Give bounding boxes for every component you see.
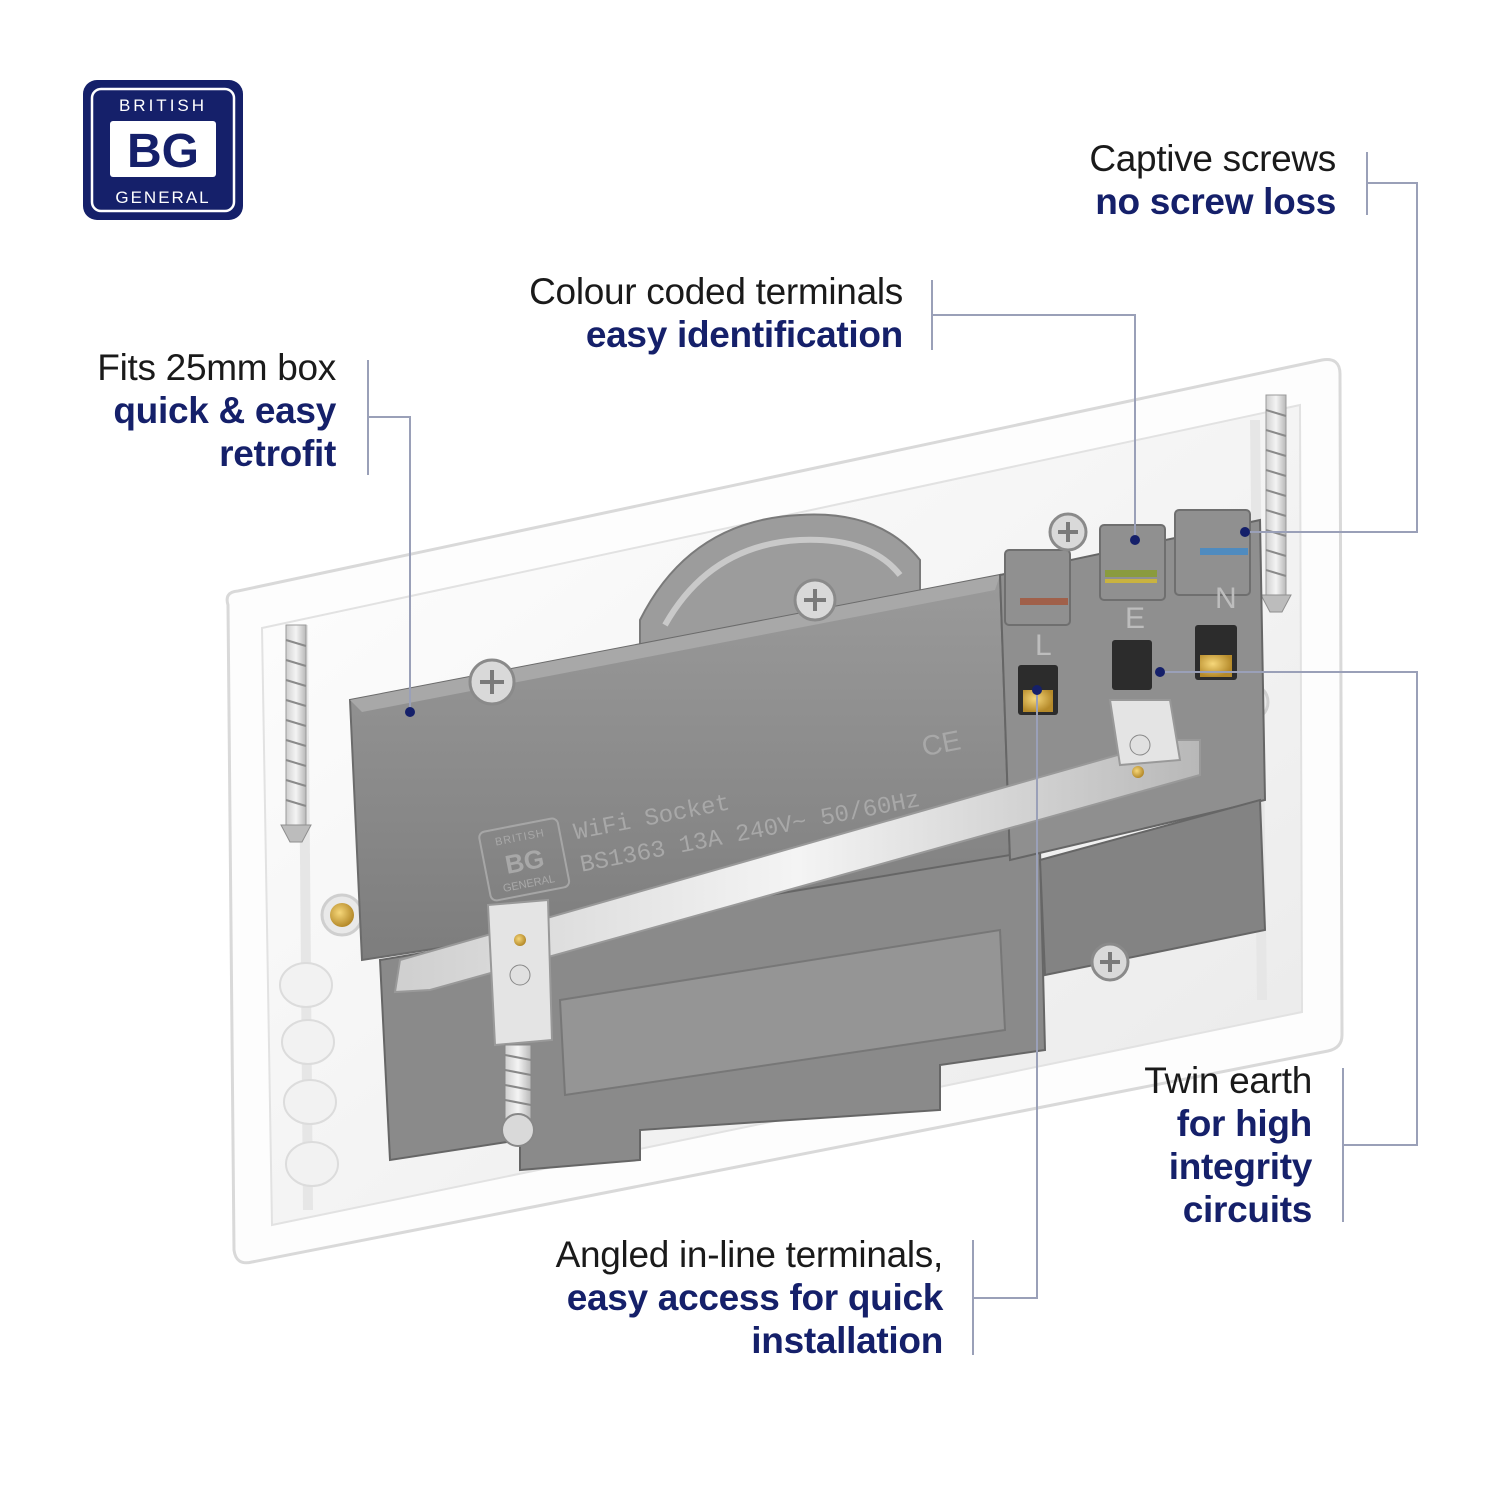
- captive-screw-left: [280, 624, 312, 843]
- leader-dots: [405, 527, 1250, 717]
- callout-angled-title: Angled in-line terminals,: [555, 1234, 944, 1275]
- terminal-l-label: L: [1035, 629, 1052, 662]
- callout-twin-title: Twin earth: [1144, 1060, 1312, 1101]
- callout-fits-benefit-2: retrofit: [219, 432, 336, 474]
- earth-bar: [393, 699, 1201, 1147]
- terminal-e-label: E: [1125, 602, 1145, 635]
- callout-fits-box: Fits 25mm box quick & easy retrofit: [97, 347, 336, 476]
- callout-colour-coded: Colour coded terminals easy identificati…: [529, 271, 903, 357]
- logo-top-text: BRITISH: [119, 96, 207, 115]
- callout-fits-title: Fits 25mm box: [97, 347, 336, 388]
- callout-angled-benefit-1: easy access for quick: [566, 1276, 944, 1318]
- terminal-n-label: N: [1215, 582, 1237, 615]
- callout-twin-earth: Twin earth for high integrity circuits: [1144, 1060, 1312, 1232]
- emboss-brand-mark: BG: [503, 843, 547, 880]
- callout-captive-screws: Captive screws no screw loss: [1089, 138, 1336, 224]
- ce-mark: CE: [919, 724, 963, 762]
- logo-bottom-text: GENERAL: [115, 188, 210, 207]
- callout-angled-benefit-2: installation: [751, 1319, 943, 1361]
- housing-screws: [468, 512, 1130, 982]
- callout-twin-benefit-3: circuits: [1182, 1188, 1313, 1230]
- callout-twin-benefit-2: integrity: [1168, 1145, 1313, 1187]
- callout-twin-benefit-1: for high: [1176, 1102, 1313, 1144]
- callout-captive-title: Captive screws: [1089, 138, 1336, 179]
- socket-housing: [348, 518, 1267, 1172]
- knockout-holes: [279, 962, 339, 1187]
- callout-colour-benefit: easy identification: [585, 313, 903, 355]
- callout-colour-title: Colour coded terminals: [529, 271, 903, 312]
- leader-lines: [367, 152, 1418, 1355]
- callout-captive-benefit: no screw loss: [1095, 180, 1336, 222]
- callout-fits-benefit-1: quick & easy: [113, 389, 336, 431]
- callout-angled-terminals: Angled in-line terminals, easy access fo…: [555, 1234, 944, 1363]
- captive-screw-right: [1260, 394, 1292, 613]
- bg-logo: BRITISH BG GENERAL: [83, 80, 243, 220]
- logo-mark: BG: [127, 125, 199, 178]
